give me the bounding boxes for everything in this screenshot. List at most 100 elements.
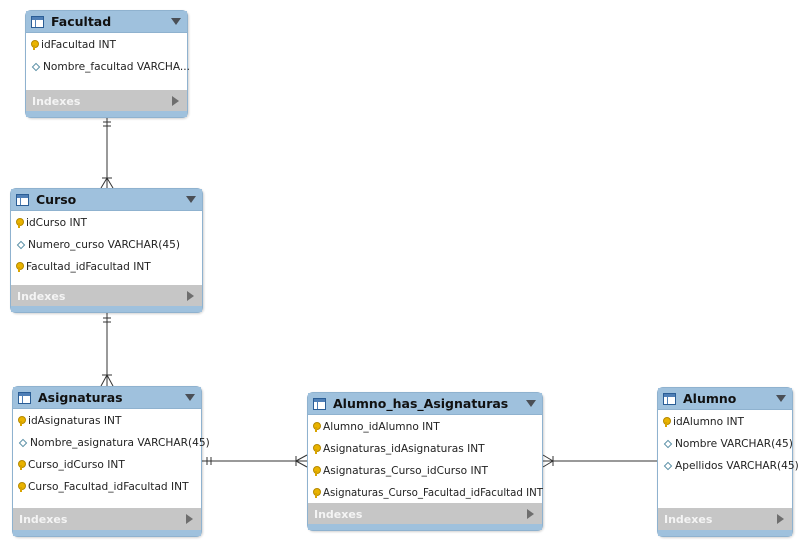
relationship-alumno-link[interactable]: [542, 454, 657, 468]
column-label: Numero_curso VARCHAR(45): [28, 239, 181, 251]
indexes-label: Indexes: [32, 94, 81, 108]
indexes-label: Indexes: [314, 507, 363, 521]
column-row[interactable]: Curso_idCurso INT: [13, 454, 201, 476]
entity-title: Curso: [36, 192, 77, 207]
entity-footer: [658, 530, 792, 536]
column-label: Alumno_idAlumno INT: [323, 421, 440, 433]
primary-key-icon: [313, 466, 321, 476]
relationship-asignaturas-link[interactable]: [202, 454, 308, 468]
table-icon: [16, 193, 29, 206]
crowfoot-mark: [542, 460, 554, 468]
column-diamond-icon: [16, 240, 26, 250]
crowfoot-mark: [100, 177, 108, 189]
column-row[interactable]: Nombre_facultad VARCHA...: [26, 56, 191, 78]
crowfoot-mark: [100, 374, 108, 387]
column-row[interactable]: Facultad_idFacultad INT: [11, 256, 202, 278]
entity-title: Facultad: [51, 14, 112, 29]
expand-arrow-icon[interactable]: [187, 291, 194, 301]
primary-key-icon: [16, 218, 24, 228]
entity-asignaturas[interactable]: Asignaturas idAsignaturas INT Nombre_asi…: [12, 386, 210, 537]
expand-arrow-icon[interactable]: [186, 514, 193, 524]
column-row[interactable]: idAlumno INT: [658, 411, 792, 433]
entity-header[interactable]: Alumno_has_Asignaturas: [308, 393, 542, 415]
column-list: idCurso INT Numero_curso VARCHAR(45) Fac…: [11, 211, 202, 280]
collapse-arrow-icon[interactable]: [171, 18, 181, 25]
column-diamond-icon: [663, 461, 673, 471]
collapse-arrow-icon[interactable]: [776, 395, 786, 402]
column-row[interactable]: Curso_Facultad_idFacultad INT: [13, 476, 201, 498]
table-icon: [313, 397, 326, 410]
column-diamond-icon: [18, 438, 28, 448]
entity-header[interactable]: Facultad: [26, 11, 187, 33]
crowfoot-mark: [106, 374, 114, 387]
indexes-label: Indexes: [17, 289, 66, 303]
table-icon: [18, 391, 31, 404]
expand-arrow-icon[interactable]: [172, 96, 179, 106]
column-label: Asignaturas_Curso_idCurso INT: [323, 465, 488, 477]
relationship-facultad-curso[interactable]: [100, 118, 114, 189]
column-label: idAsignaturas INT: [28, 415, 122, 427]
primary-key-icon: [16, 262, 24, 272]
column-label: Nombre_asignatura VARCHAR(45): [30, 437, 210, 449]
column-row[interactable]: idCurso INT: [11, 212, 202, 234]
crowfoot-mark: [295, 460, 308, 468]
column-row[interactable]: Apellidos VARCHAR(45): [658, 455, 799, 477]
collapse-arrow-icon[interactable]: [526, 400, 536, 407]
column-row[interactable]: Numero_curso VARCHAR(45): [11, 234, 202, 256]
column-row[interactable]: Alumno_idAlumno INT: [308, 416, 542, 438]
primary-key-icon: [31, 40, 39, 50]
indexes-bar[interactable]: Indexes: [11, 285, 202, 307]
indexes-bar[interactable]: Indexes: [26, 90, 187, 112]
column-row[interactable]: Asignaturas_Curso_Facultad_idFacultad IN…: [308, 482, 543, 504]
column-label: idFacultad INT: [41, 39, 117, 51]
entity-alumno-has-asignaturas[interactable]: Alumno_has_Asignaturas Alumno_idAlumno I…: [307, 392, 543, 531]
collapse-arrow-icon[interactable]: [186, 196, 196, 203]
entity-alumno[interactable]: Alumno idAlumno INT Nombre VARCHAR(45) A…: [657, 387, 799, 537]
expand-arrow-icon[interactable]: [777, 514, 784, 524]
column-row[interactable]: Asignaturas_idAsignaturas INT: [308, 438, 542, 460]
column-row[interactable]: idFacultad INT: [26, 34, 187, 56]
primary-key-icon: [18, 482, 26, 492]
column-label: Apellidos VARCHAR(45): [675, 460, 799, 472]
crowfoot-mark: [106, 177, 114, 189]
column-list: idAlumno INT Nombre VARCHAR(45) Apellido…: [658, 410, 799, 479]
column-label: Asignaturas_Curso_Facultad_idFacultad IN…: [323, 487, 543, 499]
primary-key-icon: [313, 488, 321, 498]
primary-key-icon: [313, 444, 321, 454]
entity-header[interactable]: Asignaturas: [13, 387, 201, 409]
indexes-label: Indexes: [19, 512, 68, 526]
primary-key-icon: [18, 460, 26, 470]
column-row[interactable]: Nombre VARCHAR(45): [658, 433, 793, 455]
expand-arrow-icon[interactable]: [527, 509, 534, 519]
column-diamond-icon: [663, 439, 673, 449]
column-label: Asignaturas_idAsignaturas INT: [323, 443, 485, 455]
indexes-bar[interactable]: Indexes: [13, 508, 201, 530]
entity-curso[interactable]: Curso idCurso INT Numero_curso VARCHAR(4…: [10, 188, 203, 313]
column-row[interactable]: idAsignaturas INT: [13, 410, 201, 432]
column-label: idCurso INT: [26, 217, 88, 229]
primary-key-icon: [18, 416, 26, 426]
entity-footer: [11, 306, 202, 312]
column-list: Alumno_idAlumno INT Asignaturas_idAsigna…: [308, 415, 543, 506]
entity-header[interactable]: Alumno: [658, 388, 792, 410]
column-row[interactable]: Nombre_asignatura VARCHAR(45): [13, 432, 210, 454]
column-label: Facultad_idFacultad INT: [26, 261, 151, 273]
column-row[interactable]: Asignaturas_Curso_idCurso INT: [308, 460, 542, 482]
entity-footer: [308, 524, 542, 530]
entity-footer: [13, 530, 201, 536]
relationship-curso-asignaturas[interactable]: [100, 313, 114, 387]
primary-key-icon: [663, 417, 671, 427]
entity-facultad[interactable]: Facultad idFacultad INT Nombre_facultad …: [25, 10, 191, 118]
entity-header[interactable]: Curso: [11, 189, 202, 211]
table-icon: [31, 15, 44, 28]
entity-title: Asignaturas: [38, 390, 123, 405]
column-label: Curso_Facultad_idFacultad INT: [28, 481, 189, 493]
indexes-bar[interactable]: Indexes: [658, 508, 792, 530]
column-label: Nombre_facultad VARCHA...: [43, 61, 191, 73]
column-list: idAsignaturas INT Nombre_asignatura VARC…: [13, 409, 210, 500]
collapse-arrow-icon[interactable]: [185, 394, 195, 401]
indexes-bar[interactable]: Indexes: [308, 503, 542, 525]
crowfoot-mark: [295, 454, 308, 462]
